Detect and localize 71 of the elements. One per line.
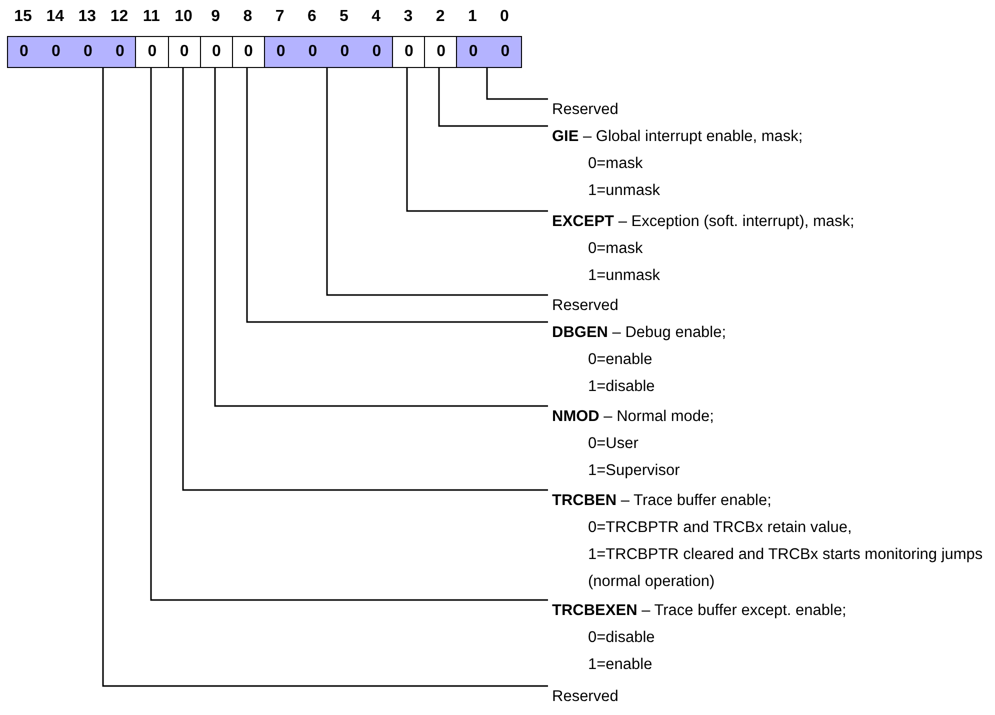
register-field bbox=[168, 36, 202, 68]
register-field bbox=[7, 36, 137, 68]
bit-value: 0 bbox=[468, 42, 479, 62]
bit-value: 0 bbox=[50, 42, 62, 62]
value-option: 1=disable bbox=[588, 373, 726, 400]
leader-line bbox=[214, 68, 548, 407]
bit-value: 0 bbox=[339, 42, 350, 62]
register-field bbox=[232, 36, 266, 68]
bit-number: 5 bbox=[338, 8, 350, 26]
bit-number: 3 bbox=[402, 8, 414, 26]
bit-value: 0 bbox=[146, 42, 158, 62]
value-option: 0=mask bbox=[588, 150, 803, 177]
description-heading: Reserved bbox=[552, 296, 618, 316]
register-field bbox=[392, 36, 426, 68]
leader-line bbox=[150, 68, 548, 601]
bit-number: 2 bbox=[434, 8, 446, 26]
leader-line bbox=[326, 68, 548, 296]
description-heading: Reserved bbox=[552, 687, 618, 707]
leader-line bbox=[406, 68, 548, 212]
bit-number: 9 bbox=[210, 8, 222, 26]
register-field bbox=[264, 36, 394, 68]
bit-number: 6 bbox=[306, 8, 318, 26]
description-heading: TRCBEXEN – Trace buffer except. enable; bbox=[552, 601, 846, 621]
bit-number: 11 bbox=[142, 8, 161, 26]
description-heading: GIE – Global interrupt enable, mask; bbox=[552, 127, 803, 147]
register-field bbox=[456, 36, 522, 68]
leader-line bbox=[246, 68, 548, 323]
register-field bbox=[135, 36, 169, 68]
value-option: 1=TRCBPTR cleared and TRCBx starts monitoring jumps (normal operation) bbox=[588, 541, 988, 595]
value-option: 1=unmask bbox=[588, 262, 854, 289]
leader-line bbox=[102, 68, 548, 687]
value-option: 0=mask bbox=[588, 235, 854, 262]
leader-line bbox=[182, 68, 548, 491]
value-option: 1=enable bbox=[588, 651, 846, 678]
bit-value: 0 bbox=[500, 42, 511, 62]
leader-line bbox=[486, 68, 548, 100]
bit-value: 0 bbox=[210, 42, 222, 62]
bit-value: 0 bbox=[371, 42, 382, 62]
bit-number: 7 bbox=[274, 8, 286, 26]
bit-value: 0 bbox=[307, 42, 318, 62]
bit-number: 0 bbox=[499, 8, 510, 26]
value-option: 1=Supervisor bbox=[588, 457, 714, 484]
value-option: 0=User bbox=[588, 430, 714, 457]
value-option: 0=enable bbox=[588, 346, 726, 373]
description-heading: NMOD – Normal mode; bbox=[552, 407, 714, 427]
leader-line bbox=[438, 68, 548, 127]
bit-number: 1 bbox=[466, 8, 478, 26]
description-heading: DBGEN – Debug enable; bbox=[552, 323, 726, 343]
description-heading: Reserved bbox=[552, 100, 618, 120]
value-option: 0=TRCBPTR and TRCBx retain value, bbox=[588, 514, 988, 541]
bit-number: 4 bbox=[370, 8, 382, 26]
bit-value: 0 bbox=[18, 42, 30, 62]
bit-value: 0 bbox=[243, 42, 254, 62]
bit-value: 0 bbox=[436, 42, 447, 62]
bit-value: 0 bbox=[404, 42, 414, 62]
description-heading: EXCEPT – Exception (soft. interrupt), mask; bbox=[552, 212, 854, 232]
description-heading: TRCBEN – Trace buffer enable; bbox=[552, 491, 772, 511]
bit-value: 0 bbox=[178, 42, 190, 62]
bit-value: 0 bbox=[82, 42, 94, 62]
bit-value: 0 bbox=[275, 42, 286, 62]
bit-number: 8 bbox=[242, 8, 254, 26]
bit-number: 14 bbox=[45, 8, 65, 26]
bit-number: 13 bbox=[77, 8, 98, 26]
bit-number: 10 bbox=[174, 8, 194, 26]
bit-number: 15 bbox=[13, 8, 33, 26]
register-field bbox=[424, 36, 458, 68]
register-field bbox=[200, 36, 234, 68]
value-option: 1=unmask bbox=[588, 177, 803, 204]
value-option: 0=disable bbox=[588, 624, 846, 651]
bit-value: 0 bbox=[114, 42, 126, 62]
bit-number: 12 bbox=[109, 8, 130, 26]
